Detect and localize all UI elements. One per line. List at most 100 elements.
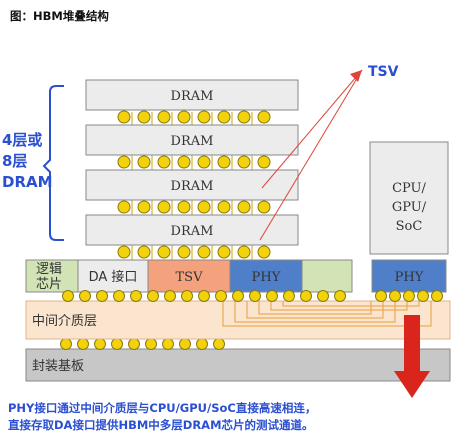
microbump — [217, 245, 231, 259]
microbump — [130, 290, 142, 302]
microbump — [217, 200, 231, 214]
side-label-line3: DRAM — [2, 173, 53, 191]
stack-bracket — [42, 85, 64, 241]
microbump — [257, 245, 271, 259]
interposer-label: 中间介质层 — [32, 314, 97, 329]
processor-phy-label: PHY — [395, 270, 424, 285]
microbump — [181, 290, 193, 302]
substrate-bump — [213, 338, 225, 350]
phy-direct-connection-arrow — [394, 315, 430, 398]
microbump — [300, 290, 312, 302]
microbump — [197, 200, 211, 214]
tsv-callout-label: TSV — [368, 64, 399, 80]
substrate-bump — [128, 338, 140, 350]
dram-layer-count-label: 4层或 8层 DRAM — [2, 130, 54, 193]
substrate-bump — [196, 338, 208, 350]
phy-block-label: PHY — [252, 270, 281, 285]
microbump — [197, 155, 211, 169]
microbump — [232, 290, 244, 302]
dram-layer-3 — [85, 169, 299, 201]
processor-phy-block — [371, 259, 447, 293]
microbump — [237, 200, 251, 214]
substrate-bump — [145, 338, 157, 350]
microbump — [113, 290, 125, 302]
microbump — [137, 245, 151, 259]
dram-layer-4 — [85, 214, 299, 246]
side-label-line2: 8层 — [2, 152, 28, 170]
dram-layer-2 — [85, 124, 299, 156]
microbump — [177, 245, 191, 259]
microbump — [197, 245, 211, 259]
microbump-rows — [62, 110, 443, 302]
microbump — [389, 290, 401, 302]
microbump — [249, 290, 261, 302]
substrate-bump — [60, 338, 72, 350]
processor-line2: GPU/ — [392, 200, 427, 215]
microbump — [403, 290, 415, 302]
substrate-bump — [94, 338, 106, 350]
logic-label-line1: 逻辑 — [36, 262, 62, 277]
dram-layer-2-label: DRAM — [171, 134, 214, 149]
microbump — [147, 290, 159, 302]
microbump — [157, 155, 171, 169]
microbump — [117, 200, 131, 214]
substrate-bumps — [60, 338, 225, 350]
substrate-label: 封装基板 — [32, 359, 84, 374]
substrate-bump — [77, 338, 89, 350]
microbump — [62, 290, 74, 302]
tsv-block-label: TSV — [176, 270, 204, 285]
substrate-bump — [111, 338, 123, 350]
microbump — [197, 110, 211, 124]
da-interface-block — [77, 259, 149, 293]
microbump — [96, 290, 108, 302]
caption-line2: 直接存取DA接口提供HBM中多层DRAM芯片的测试通道。 — [8, 418, 314, 432]
dram-layer-1 — [85, 79, 299, 111]
microbump — [237, 245, 251, 259]
microbump — [198, 290, 210, 302]
microbump — [164, 290, 176, 302]
substrate-bump — [162, 338, 174, 350]
microbump — [157, 110, 171, 124]
processor-line1: CPU/ — [392, 181, 426, 196]
microbump — [177, 200, 191, 214]
microbump — [157, 200, 171, 214]
microbump — [79, 290, 91, 302]
microbump — [177, 155, 191, 169]
microbump — [417, 290, 429, 302]
interposer-traces — [222, 301, 432, 327]
side-label-line1: 4层或 — [2, 131, 43, 149]
microbump — [334, 290, 346, 302]
microbump — [431, 290, 443, 302]
tsv-callout-arrowhead — [350, 70, 362, 82]
tsv-callout-lines — [259, 69, 363, 241]
microbump — [217, 155, 231, 169]
processor-die — [369, 141, 449, 255]
microbump — [257, 110, 271, 124]
dram-layer-1-label: DRAM — [171, 89, 214, 104]
microbump — [117, 155, 131, 169]
caption-line1: PHY接口通过中间介质层与CPU/GPU/SoC直接高速相连， — [8, 401, 317, 415]
processor-line3: SoC — [396, 219, 423, 234]
microbump — [137, 110, 151, 124]
microbump — [177, 110, 191, 124]
microbump — [137, 155, 151, 169]
microbump — [375, 290, 387, 302]
substrate-bump — [179, 338, 191, 350]
microbump — [257, 200, 271, 214]
microbump — [215, 290, 227, 302]
microbump — [237, 110, 251, 124]
microbump — [257, 155, 271, 169]
microbump — [283, 290, 295, 302]
microbump — [117, 245, 131, 259]
interposer — [25, 300, 451, 340]
phy-block — [229, 259, 303, 293]
microbump — [217, 110, 231, 124]
dram-layer-3-label: DRAM — [171, 179, 214, 194]
logic-label-line2: 芯片 — [36, 277, 62, 292]
microbump — [157, 245, 171, 259]
dram-layer-4-label: DRAM — [171, 224, 214, 239]
microbump — [137, 200, 151, 214]
microbump — [266, 290, 278, 302]
